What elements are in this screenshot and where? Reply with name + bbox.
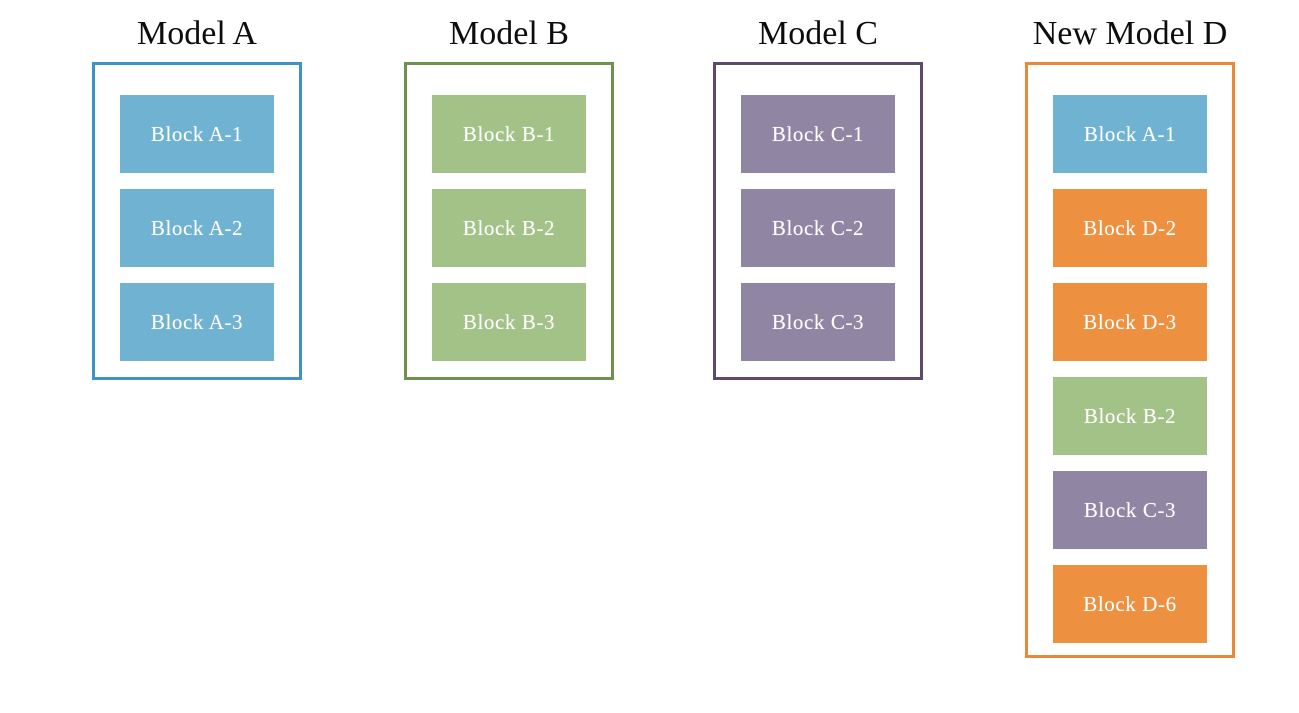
model-d-block-stack: Block A-1 Block D-2 Block D-3 Block B-2 …	[1053, 95, 1207, 643]
block-d-slot-6[interactable]: Block D-6	[1053, 565, 1207, 643]
model-c-title: Model C	[758, 15, 878, 52]
block-c-2[interactable]: Block C-2	[741, 189, 895, 267]
model-c-block-stack: Block C-1 Block C-2 Block C-3	[741, 95, 895, 361]
model-a-frame: Block A-1 Block A-2 Block A-3	[92, 62, 302, 380]
block-b-1[interactable]: Block B-1	[432, 95, 586, 173]
model-c-frame: Block C-1 Block C-2 Block C-3	[713, 62, 923, 380]
block-d-slot-4[interactable]: Block B-2	[1053, 377, 1207, 455]
model-d-title: New Model D	[1032, 15, 1228, 52]
model-b-block-stack: Block B-1 Block B-2 Block B-3	[432, 95, 586, 361]
block-d-slot-1[interactable]: Block A-1	[1053, 95, 1207, 173]
block-a-2[interactable]: Block A-2	[120, 189, 274, 267]
block-d-slot-3[interactable]: Block D-3	[1053, 283, 1207, 361]
model-a-title: Model A	[137, 15, 257, 52]
block-a-3[interactable]: Block A-3	[120, 283, 274, 361]
block-b-3[interactable]: Block B-3	[432, 283, 586, 361]
model-d-frame: Block A-1 Block D-2 Block D-3 Block B-2 …	[1025, 62, 1235, 658]
model-b-title: Model B	[449, 15, 569, 52]
block-c-1[interactable]: Block C-1	[741, 95, 895, 173]
model-a-block-stack: Block A-1 Block A-2 Block A-3	[120, 95, 274, 361]
block-c-3[interactable]: Block C-3	[741, 283, 895, 361]
model-b-frame: Block B-1 Block B-2 Block B-3	[404, 62, 614, 380]
block-b-2[interactable]: Block B-2	[432, 189, 586, 267]
block-d-slot-5[interactable]: Block C-3	[1053, 471, 1207, 549]
block-d-slot-2[interactable]: Block D-2	[1053, 189, 1207, 267]
block-a-1[interactable]: Block A-1	[120, 95, 274, 173]
